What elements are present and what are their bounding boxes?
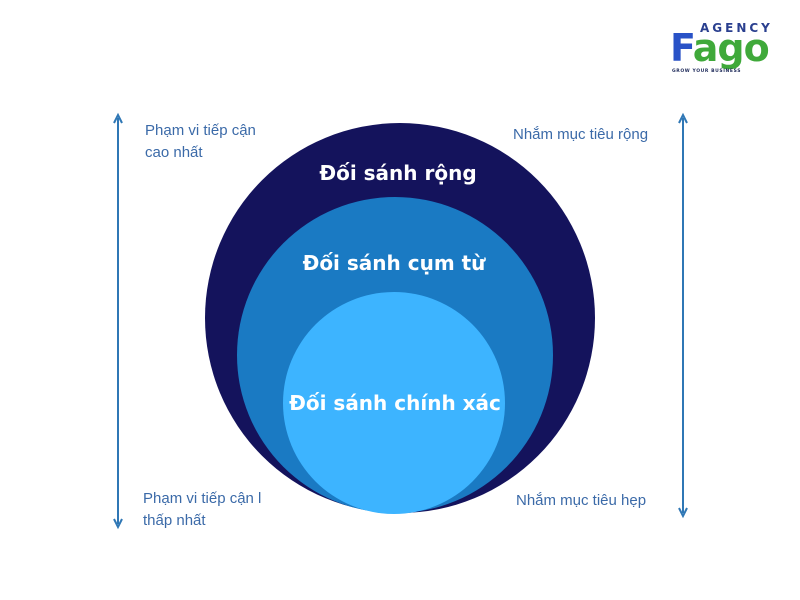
left-bottom-label: Phạm vi tiếp cận l thấp nhất — [143, 488, 261, 532]
left-arrow-head-up — [113, 112, 123, 124]
left-bottom-label-line2: thấp nhất — [143, 512, 206, 529]
inner-circle-exact-match — [283, 292, 505, 514]
left-arrow-head-down — [113, 518, 123, 530]
left-top-label-line1: Phạm vi tiếp cận — [145, 122, 256, 139]
right-arrow-head-down — [678, 507, 688, 519]
right-double-arrow — [678, 112, 688, 519]
logo-tagline: GROW YOUR BUSINESS — [672, 69, 742, 74]
left-top-label-line2: cao nhất — [145, 144, 203, 161]
left-bottom-label-line1: Phạm vi tiếp cận l — [143, 490, 262, 507]
left-double-arrow — [113, 112, 123, 530]
outer-circle-label: Đối sánh rộng — [319, 161, 476, 185]
left-top-label: Phạm vi tiếp cận cao nhất — [145, 120, 256, 164]
right-bottom-label: Nhắm mục tiêu hẹp — [516, 492, 647, 509]
right-arrow-head-up — [678, 112, 688, 124]
logo-brand-rest: ago — [692, 26, 770, 70]
logo-brand: Fago — [670, 26, 770, 70]
right-top-label: Nhắm mục tiêu rộng — [513, 126, 649, 143]
middle-circle-label: Đối sánh cụm từ — [303, 251, 487, 275]
logo-brand-f: F — [670, 26, 694, 70]
fago-agency-logo: AGENCY Fago GROW YOUR BUSINESS — [670, 20, 785, 76]
logo-agency-text: AGENCY — [700, 21, 773, 35]
inner-circle-label: Đối sánh chính xác — [289, 391, 501, 415]
